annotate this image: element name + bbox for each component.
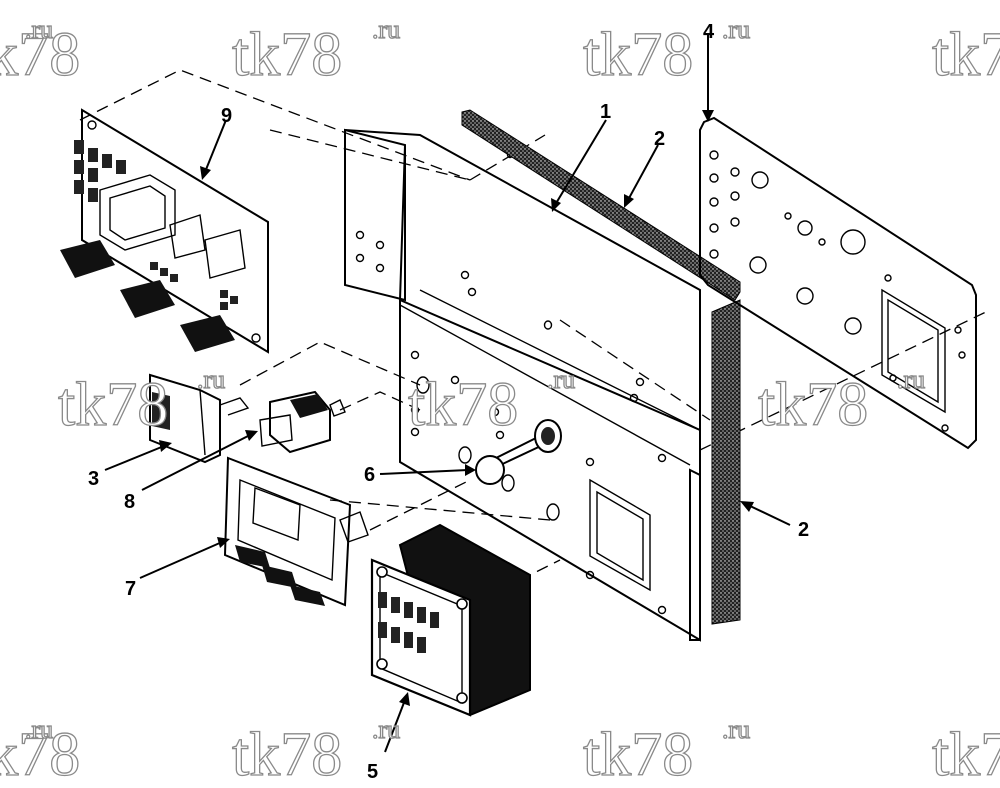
watermark-text: tk78 bbox=[58, 371, 168, 439]
watermark-text: tk78 bbox=[932, 721, 1000, 788]
watermark-suffix: .ru bbox=[25, 715, 53, 744]
watermark-suffix: .ru bbox=[722, 715, 750, 744]
watermark-text: tk78 bbox=[583, 721, 693, 788]
watermark-suffix: .ru bbox=[722, 15, 750, 44]
part-2-gasket bbox=[461, 109, 741, 625]
part-3-toggle-switch bbox=[149, 373, 250, 464]
watermark: tk78 bbox=[931, 20, 1000, 89]
callout-1: 1 bbox=[600, 101, 611, 123]
watermark-text: tk78 bbox=[0, 21, 80, 89]
part-4-front-panel bbox=[699, 116, 977, 450]
watermark-text: tk78 bbox=[232, 21, 342, 89]
callout-9: 9 bbox=[221, 105, 232, 127]
watermark-text: tk78 bbox=[408, 371, 518, 439]
callout-7: 7 bbox=[125, 578, 136, 600]
callout-8: 8 bbox=[124, 491, 135, 513]
callout-5: 5 bbox=[367, 761, 378, 783]
watermark-layer: tk78 .ru tk78 .ru tk78 .ru tk78 .ru tk78… bbox=[0, 364, 1000, 788]
watermark: tk78 .ru bbox=[757, 364, 925, 439]
callout-6: 6 bbox=[364, 464, 375, 486]
watermark-suffix: .ru bbox=[197, 365, 225, 394]
watermark-text: tk78 bbox=[0, 721, 80, 788]
watermark: tk78 .ru bbox=[582, 14, 750, 89]
watermark: tk78 .ru bbox=[231, 714, 400, 788]
watermark-suffix: .ru bbox=[372, 15, 400, 44]
part-1-mounting-bracket bbox=[344, 128, 701, 642]
part-7-circuit-card bbox=[223, 456, 369, 607]
part-8-rocker-switch bbox=[259, 390, 346, 454]
callout-2-gasket-top: 2 bbox=[654, 128, 665, 150]
watermark: tk78 .ru bbox=[0, 714, 81, 788]
leader-lines bbox=[104, 35, 791, 753]
part-9-circuit-board bbox=[60, 108, 269, 354]
watermark: tk78 .ru bbox=[0, 14, 81, 89]
part-5-transformer bbox=[370, 523, 531, 717]
assembly-lines bbox=[79, 69, 991, 581]
watermark-text: tk78 bbox=[932, 21, 1000, 89]
watermark: tk78 .ru bbox=[231, 14, 400, 89]
watermark: tk78 bbox=[931, 720, 1000, 788]
watermark: tk78 .ru bbox=[407, 364, 575, 439]
watermark-suffix: .ru bbox=[372, 715, 400, 744]
callout-4: 4 bbox=[703, 21, 715, 43]
callout-labels: 1 2 2 3 4 5 6 7 8 9 bbox=[88, 21, 809, 783]
watermark-suffix: .ru bbox=[897, 365, 925, 394]
watermark: tk78 .ru bbox=[582, 714, 750, 788]
watermark-suffix: .ru bbox=[25, 15, 53, 44]
watermark-suffix: .ru bbox=[547, 365, 575, 394]
callout-2-gasket-side: 2 bbox=[798, 519, 809, 541]
watermark-layer: tk78 .ru tk78 .ru tk78 .ru tk78 bbox=[0, 14, 1000, 89]
callout-3: 3 bbox=[88, 468, 99, 490]
watermark-text: tk78 bbox=[232, 721, 342, 788]
watermark-text: tk78 bbox=[583, 21, 693, 89]
watermark: tk78 .ru bbox=[57, 364, 225, 439]
watermark-text: tk78 bbox=[758, 371, 868, 439]
